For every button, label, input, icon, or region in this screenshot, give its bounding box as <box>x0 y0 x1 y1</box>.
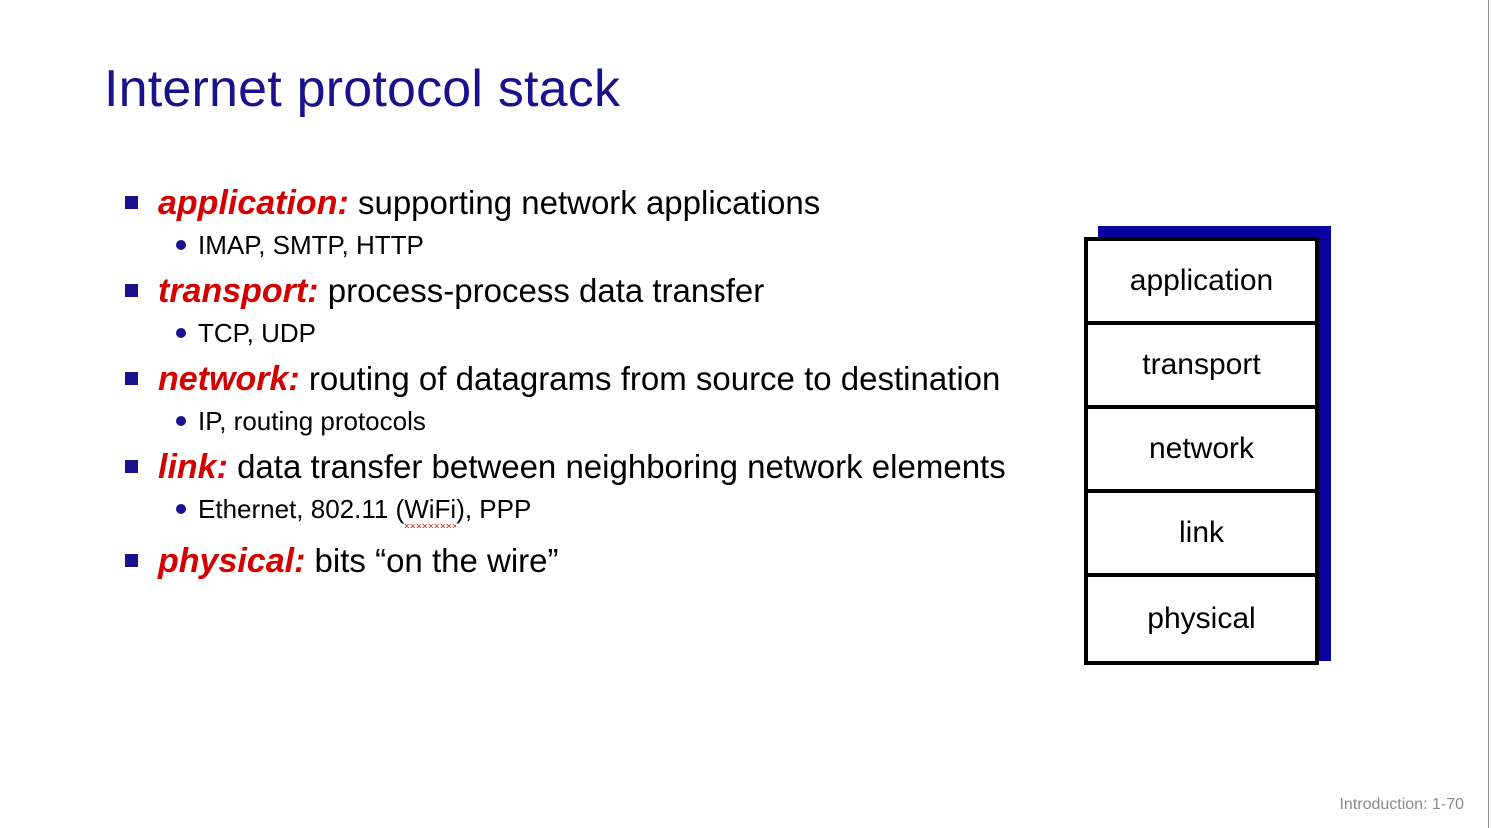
bullet-keyword: physical: <box>158 542 306 580</box>
sub-list-item: IMAP, SMTP, HTTP <box>122 228 1032 262</box>
stack-layer-transport: transport <box>1088 325 1315 409</box>
bullet-keyword: network: <box>158 360 300 398</box>
bullet-keyword: link: <box>158 448 228 486</box>
sub-bullet-text: TCP, UDP <box>198 318 316 348</box>
square-bullet-icon <box>125 372 138 385</box>
square-bullet-icon <box>125 196 138 209</box>
sub-list-item: TCP, UDP <box>122 316 1032 350</box>
list-item: transport: process-process data transfer <box>122 270 1032 312</box>
list-item: network: routing of datagrams from sourc… <box>122 358 1032 400</box>
sub-bullet-text: IMAP, SMTP, HTTP <box>198 230 424 260</box>
bullet-text: data transfer between neighboring networ… <box>227 448 1006 485</box>
dot-bullet-icon <box>176 240 186 250</box>
square-bullet-icon <box>125 460 138 473</box>
bullet-keyword: application: <box>158 184 349 222</box>
dot-bullet-icon <box>176 504 186 514</box>
sub-list-item: Ethernet, 802.11 (WiFi), PPP <box>122 492 1032 526</box>
protocol-stack-diagram: application transport network link physi… <box>1084 226 1331 676</box>
sub-bullet-text: IP, routing protocols <box>198 406 426 436</box>
sub-bullet-text-pre: Ethernet, 802.11 ( <box>198 494 405 524</box>
bullet-keyword: transport: <box>158 272 319 310</box>
sub-bullet-text-post: ), PPP <box>456 494 532 524</box>
bullet-text: routing of datagrams from source to dest… <box>299 360 1001 397</box>
sub-list-item: IP, routing protocols <box>122 404 1032 438</box>
bullet-text: bits “on the wire” <box>305 542 559 579</box>
misspelled-word: WiFi <box>404 494 457 528</box>
slide-right-divider <box>1488 0 1489 828</box>
bullet-list: application: supporting network applicat… <box>122 182 1032 584</box>
bullet-text: supporting network applications <box>348 184 821 221</box>
list-item: application: supporting network applicat… <box>122 182 1032 224</box>
stack-layer-physical: physical <box>1088 577 1315 661</box>
list-item: link: data transfer between neighboring … <box>122 446 1032 488</box>
dot-bullet-icon <box>176 416 186 426</box>
square-bullet-icon <box>125 554 138 567</box>
slide-footer: Introduction: 1-70 <box>1339 796 1464 813</box>
stack-layer-network: network <box>1088 409 1315 493</box>
bullet-text: process-process data transfer <box>318 272 765 309</box>
list-item: physical: bits “on the wire” <box>122 540 1032 582</box>
page-title: Internet protocol stack <box>104 60 621 118</box>
stack-layer-application: application <box>1088 241 1315 325</box>
stack-layer-boxes: application transport network link physi… <box>1084 237 1319 665</box>
dot-bullet-icon <box>176 328 186 338</box>
stack-layer-link: link <box>1088 493 1315 577</box>
square-bullet-icon <box>125 284 138 297</box>
